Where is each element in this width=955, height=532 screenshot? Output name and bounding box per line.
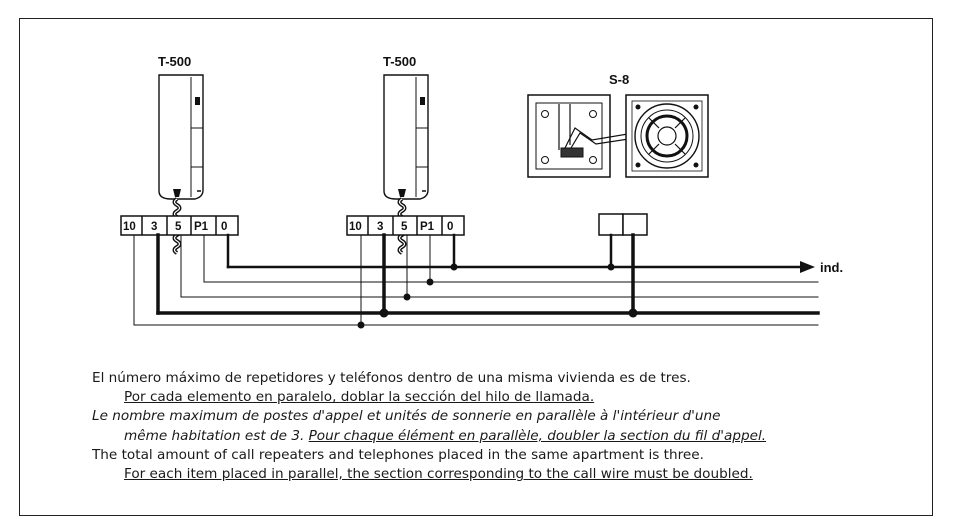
repeater-icon: [527, 94, 709, 178]
bus-arrow-icon: [800, 261, 815, 273]
junction-dots: [357, 263, 638, 329]
terminal-strip-right: 10 3 5 P1 0: [346, 215, 465, 236]
terminal-right-10: 10: [349, 221, 362, 233]
note-en-line1: The total amount of call repeaters and t…: [92, 446, 704, 463]
terminal-left-0: 0: [221, 221, 227, 233]
terminal-left-p1: P1: [194, 221, 209, 233]
note-fr-line2: même habitation est de 3. Pour chaque él…: [92, 427, 912, 446]
note-fr-line2-start: même habitation est de 3.: [124, 427, 309, 444]
terminal-strip-left: 10 3 5 P1 0: [120, 215, 239, 236]
phone-left-label: T-500: [158, 54, 191, 69]
note-es-line1: El número máximo de repetidores y teléfo…: [92, 370, 691, 386]
bus-wires: [133, 233, 820, 326]
terminal-left-10: 10: [123, 221, 136, 233]
note-en-line2: For each item placed in parallel, the se…: [124, 466, 753, 483]
terminal-right-3: 3: [377, 221, 383, 233]
phone-right-label: T-500: [383, 54, 416, 69]
notes-block: El número máximo de repetidores y teléfo…: [92, 369, 912, 484]
terminal-right-5: 5: [401, 221, 408, 233]
terminal-right-0: 0: [447, 221, 453, 233]
note-fr-line2-underlined: Pour chaque élément en parallèle, double…: [308, 427, 767, 444]
terminal-right-p1: P1: [420, 221, 435, 233]
terminal-left-3: 3: [151, 221, 157, 233]
bus-end-label: ind.: [820, 260, 843, 275]
diagram-frame: [19, 18, 933, 516]
terminal-left-5: 5: [175, 221, 182, 233]
repeater-label: S-8: [609, 72, 629, 87]
note-fr-line1: Le nombre maximum de postes d'appel et u…: [92, 408, 721, 425]
terminal-strip-repeater: [598, 213, 648, 236]
note-es-line2: Por cada elemento en paralelo, doblar la…: [124, 389, 595, 406]
